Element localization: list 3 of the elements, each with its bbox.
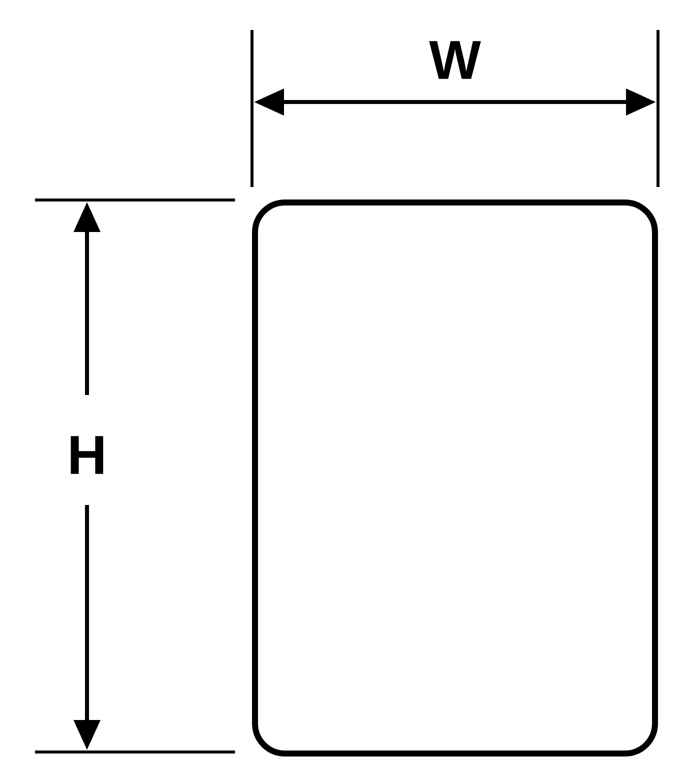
dimension-label: H: [70, 436, 104, 474]
dimension-label: W: [429, 41, 481, 79]
rounded-rectangle: [252, 200, 658, 756]
